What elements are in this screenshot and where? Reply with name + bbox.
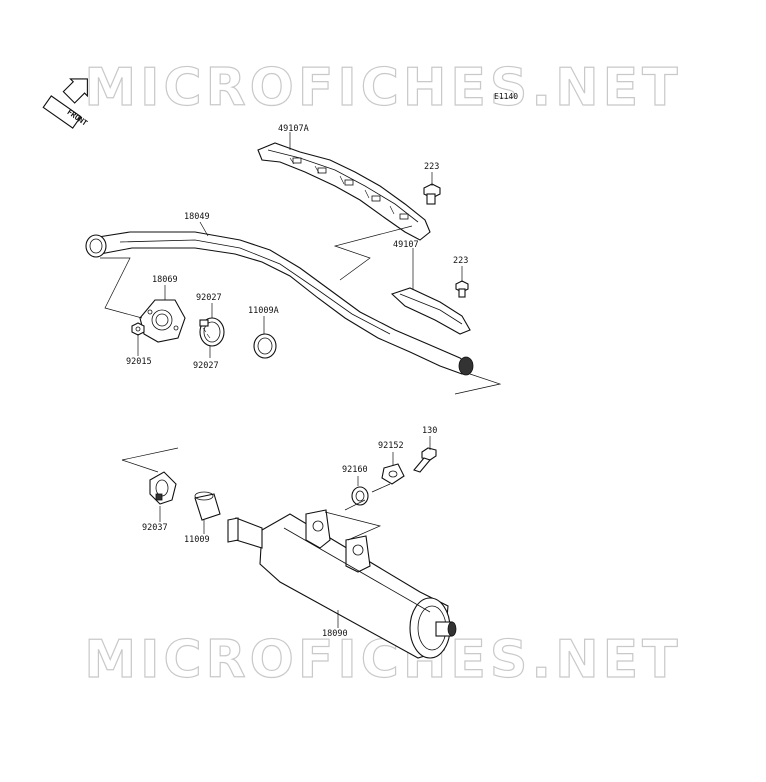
callout-92015[interactable]: 92015 xyxy=(126,357,152,367)
callout-18090[interactable]: 18090 xyxy=(322,629,348,639)
muffler xyxy=(227,509,457,659)
clamp-92027 xyxy=(199,317,225,347)
callout-92160[interactable]: 92160 xyxy=(342,465,368,475)
callout-223-upper[interactable]: 223 xyxy=(424,162,440,172)
bolt-130 xyxy=(413,447,437,473)
callout-18049[interactable]: 18049 xyxy=(184,212,210,222)
callout-92027-upper[interactable]: 92027 xyxy=(196,293,222,303)
callout-92037[interactable]: 92037 xyxy=(142,523,168,533)
washer-92152 xyxy=(381,463,405,485)
nut-92015 xyxy=(131,322,145,336)
leader-lines-upper xyxy=(100,132,502,395)
leader-lines-lower xyxy=(121,436,431,628)
callout-92152[interactable]: 92152 xyxy=(378,441,404,451)
callout-92027-lower[interactable]: 92027 xyxy=(193,361,219,371)
callout-130[interactable]: 130 xyxy=(422,426,438,436)
heat-guard-lower xyxy=(390,287,471,335)
callout-49107a[interactable]: 49107A xyxy=(278,124,309,134)
bolt-lower xyxy=(455,280,469,298)
callout-223-lower[interactable]: 223 xyxy=(453,256,469,266)
gasket-11009a xyxy=(253,333,277,359)
bolt-upper xyxy=(423,183,441,205)
callout-11009[interactable]: 11009 xyxy=(184,535,210,545)
exhaust-pipe xyxy=(85,231,474,376)
gasket-11009 xyxy=(194,491,221,521)
callout-18069[interactable]: 18069 xyxy=(152,275,178,285)
callout-11009a[interactable]: 11009A xyxy=(248,306,279,316)
heat-guard-upper xyxy=(257,142,431,241)
watermark-bottom: MICROFICHES.NET xyxy=(84,629,682,690)
diagram-code: E1140 xyxy=(494,92,519,101)
callout-49107[interactable]: 49107 xyxy=(393,240,419,250)
clamp-92037 xyxy=(149,471,177,505)
watermark-top: MICROFICHES.NET xyxy=(84,57,682,118)
front-arrow-icon xyxy=(42,78,88,129)
flange xyxy=(139,299,186,343)
